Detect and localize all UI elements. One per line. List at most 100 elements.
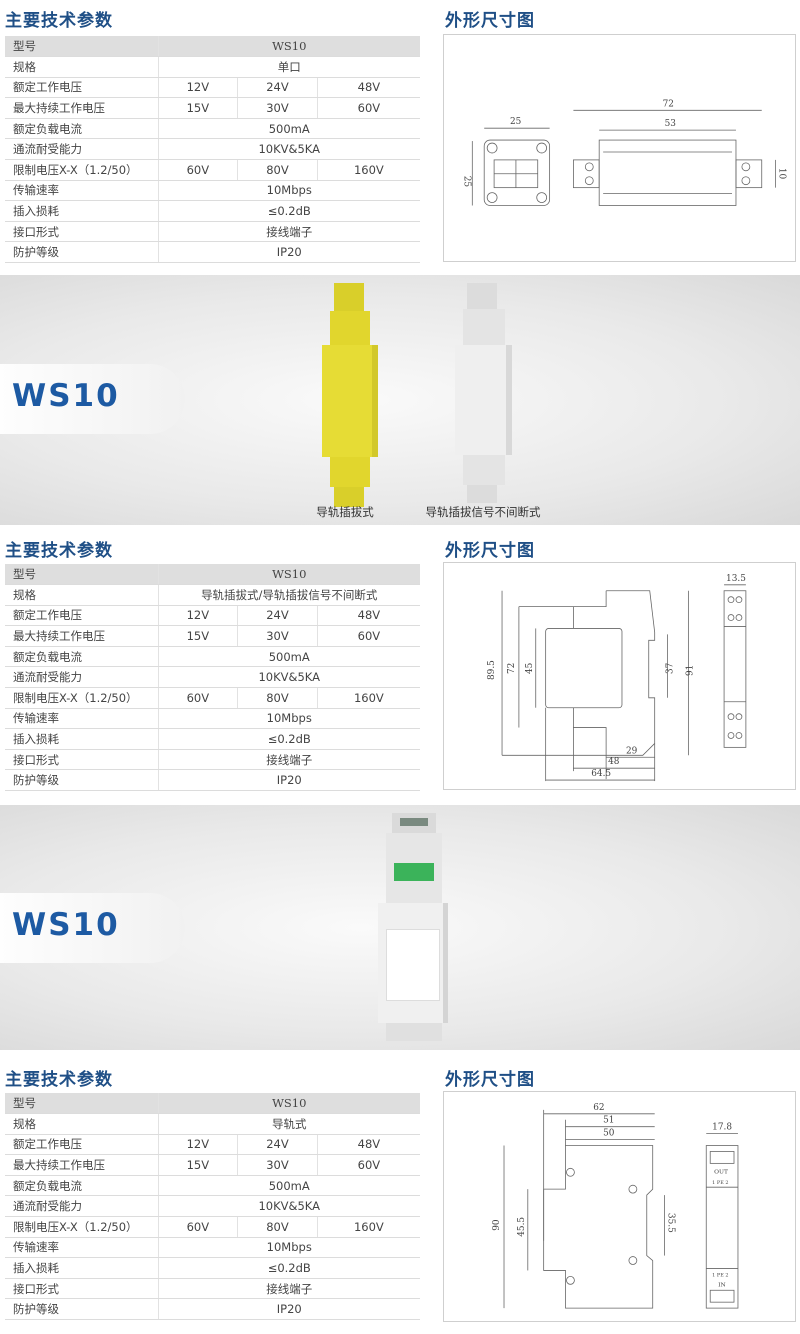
rj45-din-module-image — [378, 813, 456, 1041]
title-pill — [0, 364, 185, 434]
row-value: 160V — [317, 159, 420, 181]
svg-text:13.5: 13.5 — [726, 574, 746, 584]
row-label: 额定工作电压 — [5, 605, 159, 627]
row-value: 60V — [317, 1154, 420, 1176]
row-label: 防护等级 — [5, 1298, 159, 1321]
dimension-drawing-2: 89.5 72 45 37 91 29 48 64.5 13.5 — [443, 562, 796, 790]
row-value: 15V — [158, 625, 239, 647]
section-1-dim-title: 外形尺寸图 — [445, 11, 535, 31]
row-label: 通流耐受能力 — [5, 138, 159, 161]
row-label: 通流耐受能力 — [5, 666, 159, 689]
row-value: 60V — [158, 1216, 239, 1238]
row-value: 单口 — [158, 56, 420, 78]
svg-text:50: 50 — [603, 1129, 615, 1139]
row-value: 60V — [158, 159, 239, 181]
row-value: 24V — [237, 1134, 318, 1156]
row-label: 限制电压X-X（1.2/50） — [5, 687, 159, 709]
section-2-dim-title: 外形尺寸图 — [445, 541, 535, 561]
row-label: 传输速率 — [5, 708, 159, 730]
row-label: 规格 — [5, 584, 159, 606]
row-value: 30V — [237, 1154, 318, 1176]
spec-row: 插入损耗≤0.2dB — [5, 200, 420, 222]
product-banner-2: WS10 — [0, 805, 800, 1050]
row-label: 接口形式 — [5, 221, 159, 243]
svg-text:37: 37 — [666, 662, 676, 674]
row-value: 10KV&5KA — [158, 138, 420, 161]
svg-text:91: 91 — [685, 665, 695, 676]
row-label: 插入损耗 — [5, 1257, 159, 1279]
svg-text:OUT: OUT — [714, 1168, 728, 1175]
row-value: 30V — [237, 97, 318, 119]
row-value: 导轨插拔式/导轨插拔信号不间断式 — [158, 584, 420, 606]
svg-text:45.5: 45.5 — [517, 1217, 527, 1237]
caption-uninterrupted: 导轨插拔信号不间断式 — [425, 505, 541, 519]
banner-1-model: WS10 — [12, 378, 120, 414]
svg-text:90: 90 — [492, 1219, 502, 1231]
row-value: 160V — [317, 687, 420, 709]
svg-text:62: 62 — [593, 1103, 604, 1113]
title-pill — [0, 893, 185, 963]
row-value: 接线端子 — [158, 221, 420, 243]
svg-text:89.5: 89.5 — [487, 660, 497, 680]
section-2-title: 主要技术参数 — [5, 541, 113, 561]
row-label: 传输速率 — [5, 180, 159, 202]
row-label: 额定负载电流 — [5, 646, 159, 668]
row-value: 160V — [317, 1216, 420, 1238]
row-value: 10KV&5KA — [158, 666, 420, 689]
svg-text:25: 25 — [461, 176, 471, 187]
row-value: WS10 — [158, 36, 420, 58]
svg-text:53: 53 — [665, 119, 676, 129]
row-value: 80V — [237, 159, 318, 181]
svg-text:29: 29 — [626, 746, 638, 756]
row-label: 最大持续工作电压 — [5, 97, 159, 119]
row-label: 最大持续工作电压 — [5, 625, 159, 647]
row-label: 接口形式 — [5, 1278, 159, 1300]
row-value: 12V — [158, 77, 239, 99]
svg-text:17.8: 17.8 — [712, 1123, 732, 1133]
row-label: 额定负载电流 — [5, 1175, 159, 1197]
spec-row: 规格导轨式 — [5, 1113, 420, 1135]
spec-row: 接口形式接线端子 — [5, 221, 420, 243]
row-label: 通流耐受能力 — [5, 1195, 159, 1218]
svg-text:35.5: 35.5 — [666, 1213, 676, 1233]
row-value: ≤0.2dB — [158, 1257, 420, 1279]
row-value: 24V — [237, 77, 318, 99]
row-label: 防护等级 — [5, 769, 159, 792]
svg-text:64.5: 64.5 — [591, 769, 611, 779]
row-label: 插入损耗 — [5, 728, 159, 750]
row-label: 传输速率 — [5, 1237, 159, 1259]
svg-text:25: 25 — [510, 117, 521, 127]
row-value: 60V — [158, 687, 239, 709]
row-value: ≤0.2dB — [158, 728, 420, 750]
row-value: 10Mbps — [158, 708, 420, 730]
svg-text:10: 10 — [777, 168, 787, 180]
gray-din-module-image — [455, 283, 512, 503]
row-value: 80V — [237, 1216, 318, 1238]
row-label: 限制电压X-X（1.2/50） — [5, 1216, 159, 1238]
row-value: 60V — [317, 625, 420, 647]
row-value: 导轨式 — [158, 1113, 420, 1135]
svg-text:48: 48 — [608, 757, 620, 767]
banner-2-model: WS10 — [12, 907, 120, 943]
row-value: 24V — [237, 605, 318, 627]
row-label: 接口形式 — [5, 749, 159, 771]
